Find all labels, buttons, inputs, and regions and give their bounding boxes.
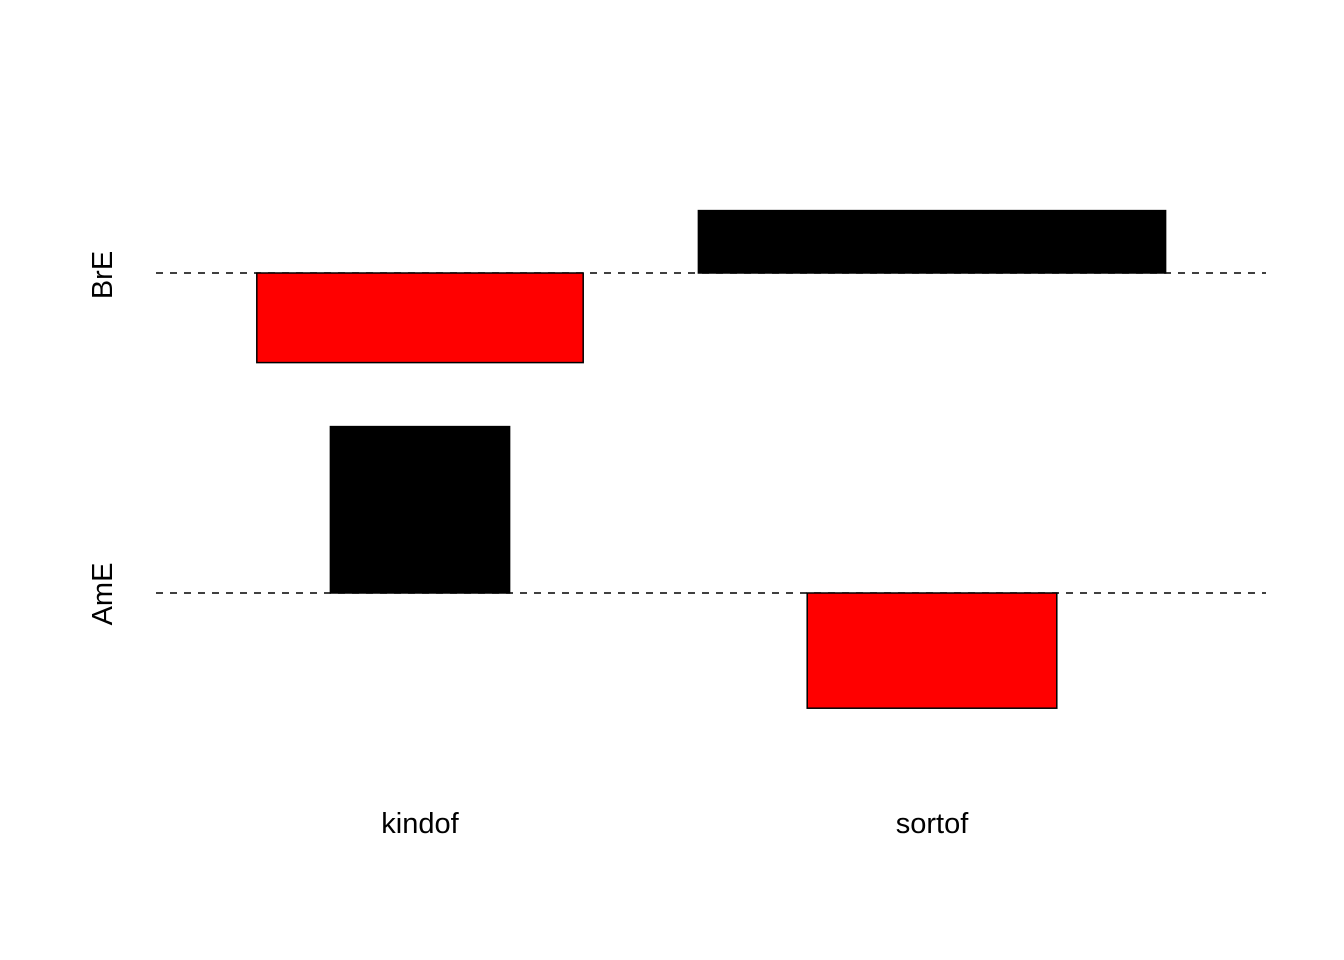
column-label-kindof: kindof (381, 808, 459, 840)
column-label-sortof: sortof (896, 808, 969, 840)
row-label-bre: BrE (87, 251, 119, 299)
bar-bre-kindof (256, 272, 584, 364)
bars (256, 209, 1167, 709)
bar-ame-kindof (329, 425, 511, 594)
bar-bre-sortof (697, 209, 1167, 274)
row-labels: BrE AmE (87, 251, 119, 626)
bar-ame-sortof (806, 592, 1058, 709)
row-label-ame: AmE (87, 563, 119, 626)
column-labels: kindof sortof (381, 808, 969, 840)
